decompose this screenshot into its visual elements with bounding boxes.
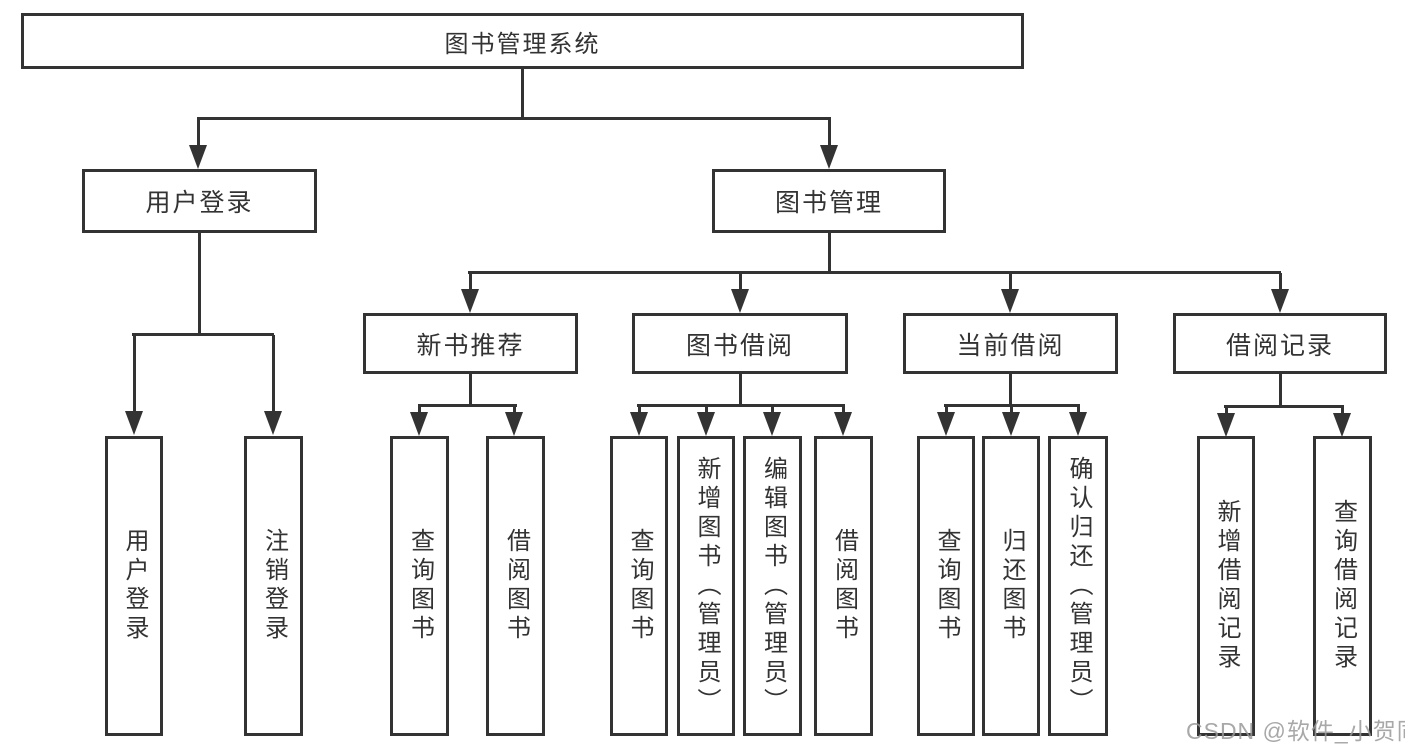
arrow-shaft (196, 119, 200, 145)
arrow-head (125, 411, 143, 435)
node-book-management: 图书管理 (712, 169, 946, 233)
arrow-down-icon (189, 119, 207, 169)
csdn-watermark: CSDN @软件_小贺同学 (1186, 718, 1405, 744)
arrow-down-icon (1069, 406, 1087, 436)
arrow-down-icon (763, 406, 781, 436)
arrow-shaft (1340, 407, 1344, 413)
connector-book-borrow-span (637, 404, 845, 407)
leaf-query-book-recommend: 查询图书 (390, 436, 449, 736)
leaf-query-book-borrowing: 查询图书 (610, 436, 668, 736)
arrow-down-icon (264, 335, 282, 435)
arrow-head (697, 412, 715, 436)
leaf-query-book-current: 查询图书 (917, 436, 975, 736)
arrow-shaft (417, 406, 421, 412)
node-current-borrowing: 当前借阅 (903, 313, 1118, 374)
node-borrow-records: 借阅记录 (1173, 313, 1387, 374)
arrow-down-icon (937, 406, 955, 436)
arrow-down-icon (1217, 407, 1235, 437)
node-book-borrowing: 图书借阅 (632, 313, 848, 374)
arrow-head (1271, 289, 1289, 313)
arrow-down-icon (820, 119, 838, 169)
arrow-head (937, 412, 955, 436)
arrow-shaft (841, 406, 845, 412)
connector-root-span (197, 117, 831, 120)
arrow-shaft (1008, 273, 1012, 289)
arrow-head (264, 411, 282, 435)
arrow-head (1217, 413, 1235, 437)
connector-book-mgmt-stem (828, 233, 831, 273)
leaf-borrow-book-recommend: 借阅图书 (486, 436, 545, 736)
node-new-book-recommend: 新书推荐 (363, 313, 578, 374)
arrow-head (1002, 412, 1020, 436)
connector-book-mgmt-span (468, 271, 1281, 274)
leaf-user-login: 用户登录 (105, 436, 163, 736)
arrow-head (189, 145, 207, 169)
leaf-query-borrow-record: 查询借阅记录 (1313, 436, 1372, 736)
arrow-head (731, 289, 749, 313)
arrow-shaft (1278, 273, 1282, 289)
arrow-head (505, 412, 523, 436)
node-library-management-system: 图书管理系统 (21, 13, 1024, 69)
arrow-down-icon (834, 406, 852, 436)
arrow-down-icon (1001, 273, 1019, 313)
arrow-head (1069, 412, 1087, 436)
leaf-add-book-admin: 新增图书（管理员） (677, 436, 735, 736)
arrow-head (1001, 289, 1019, 313)
leaf-return-book: 归还图书 (982, 436, 1040, 736)
arrow-down-icon (697, 406, 715, 436)
arrow-shaft (637, 406, 641, 412)
arrow-shaft (132, 335, 136, 411)
connector-book-borrow-stem (739, 374, 742, 406)
arrow-shaft (1009, 406, 1013, 412)
leaf-edit-book-admin: 编辑图书（管理员） (743, 436, 802, 736)
arrow-shaft (1224, 407, 1228, 413)
arrow-head (834, 412, 852, 436)
leaf-borrow-book: 借阅图书 (814, 436, 873, 736)
leaf-confirm-return-admin: 确认归还（管理员） (1048, 436, 1108, 736)
arrow-head (461, 289, 479, 313)
arrow-shaft (770, 406, 774, 412)
arrow-down-icon (1002, 406, 1020, 436)
arrow-shaft (1076, 406, 1080, 412)
connector-new-book-span (418, 404, 517, 407)
arrow-shaft (271, 335, 275, 411)
arrow-head (820, 145, 838, 169)
arrow-head (410, 412, 428, 436)
arrow-shaft (827, 119, 831, 145)
arrow-down-icon (630, 406, 648, 436)
arrow-down-icon (461, 273, 479, 313)
connector-borrow-record-stem (1279, 374, 1282, 407)
node-user-login: 用户登录 (82, 169, 317, 233)
leaf-add-borrow-record: 新增借阅记录 (1197, 436, 1255, 736)
arrow-shaft (944, 406, 948, 412)
connector-borrow-record-span (1224, 405, 1344, 408)
arrow-down-icon (505, 406, 523, 436)
arrow-shaft (512, 406, 516, 412)
arrow-shaft (468, 273, 472, 289)
arrow-shaft (704, 406, 708, 412)
connector-user-login-stem (198, 233, 201, 334)
arrow-down-icon (125, 335, 143, 435)
arrow-head (630, 412, 648, 436)
connector-user-login-span (132, 333, 274, 336)
arrow-down-icon (1333, 407, 1351, 437)
arrow-head (1333, 413, 1351, 437)
connector-root-stem (521, 69, 524, 119)
arrow-down-icon (731, 273, 749, 313)
connector-current-borrow-stem (1009, 374, 1012, 406)
connector-new-book-stem (469, 374, 472, 406)
arrow-head (763, 412, 781, 436)
arrow-down-icon (410, 406, 428, 436)
leaf-logout: 注销登录 (244, 436, 303, 736)
arrow-shaft (738, 273, 742, 289)
connector-current-borrow-span (944, 404, 1080, 407)
arrow-down-icon (1271, 273, 1289, 313)
